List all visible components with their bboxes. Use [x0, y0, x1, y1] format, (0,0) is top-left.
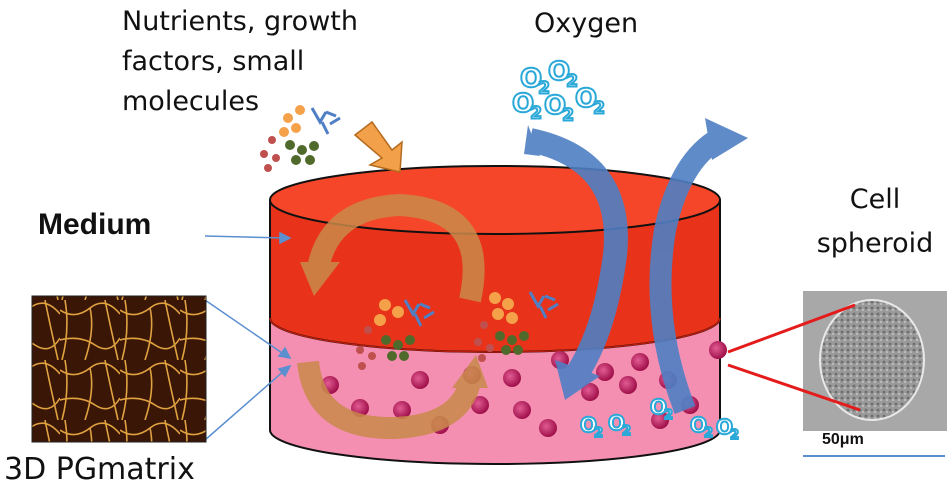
oxygen-outflow-arrow-icon	[649, 118, 748, 414]
medium-label: Medium	[38, 208, 152, 241]
pointer-lines	[204, 231, 292, 441]
o2-subscript: 2	[562, 105, 574, 125]
cell-icon	[651, 411, 669, 429]
o2-letter: O	[716, 415, 733, 439]
o2-letter: O	[548, 57, 570, 87]
nutrient-cluster-icon	[474, 291, 559, 362]
o2-subscript: 2	[664, 408, 673, 423]
nutrients-label-line1: Nutrients, growth	[122, 6, 358, 37]
cell-icon	[631, 353, 649, 371]
nutrient-cluster-icon	[260, 105, 341, 172]
circulation-arrow-icon	[300, 193, 485, 303]
o2-letter: O	[575, 84, 597, 114]
oxygen-inflow-arrow-icon	[524, 125, 628, 400]
o2-letter: O	[608, 411, 625, 435]
spheroid-pointer-lines	[727, 303, 861, 412]
o2-letter: O	[580, 413, 597, 437]
cell-icon	[619, 376, 637, 394]
o2-subscript: 2	[538, 78, 550, 98]
cell-spheroid-label: Cell spheroid	[800, 178, 947, 266]
nutrient-cluster-icon	[356, 299, 435, 370]
cell-icon	[596, 363, 614, 381]
o2-letter: O	[690, 413, 707, 437]
oxygen-label: Oxygen	[534, 8, 639, 39]
circulation-arrow-icon	[297, 355, 488, 440]
incoming-nutrient-arrow-icon	[353, 120, 403, 173]
o2-subscript: 2	[530, 103, 542, 123]
o2-subscript: 2	[594, 426, 603, 441]
o2-subscript: 2	[704, 426, 713, 441]
cell-icon	[503, 369, 521, 387]
o2-letter: O	[512, 89, 534, 119]
nutrients-label-line3: molecules	[122, 86, 260, 117]
o2-letter: O	[650, 395, 667, 419]
o2-letter: O	[544, 91, 566, 121]
cell-icon	[393, 401, 411, 419]
cell-icon	[411, 371, 429, 389]
scale-bar-label: 50μm	[822, 431, 864, 448]
o2-subscript: 2	[622, 424, 631, 439]
pg-matrix-image	[31, 295, 207, 443]
cell-spheroid-label-line1: Cell	[849, 184, 901, 215]
cell-icon	[471, 396, 489, 414]
nutrients-label-line2: factors, small	[122, 46, 305, 77]
o2-subscript: 2	[593, 98, 605, 118]
cell-icon	[709, 341, 727, 359]
matrix-label: 3D PGmatrix	[4, 452, 195, 487]
cell-icon	[581, 383, 599, 401]
cell-spheroid-label-line2: spheroid	[816, 228, 934, 259]
o2-subscript: 2	[730, 428, 739, 443]
cell-icon	[513, 401, 531, 419]
o2-subscript: 2	[566, 71, 578, 91]
cell-icon	[539, 419, 557, 437]
nutrients-label: Nutrients, growth factors, small molecul…	[122, 2, 358, 122]
o2-letter: O	[520, 64, 542, 94]
